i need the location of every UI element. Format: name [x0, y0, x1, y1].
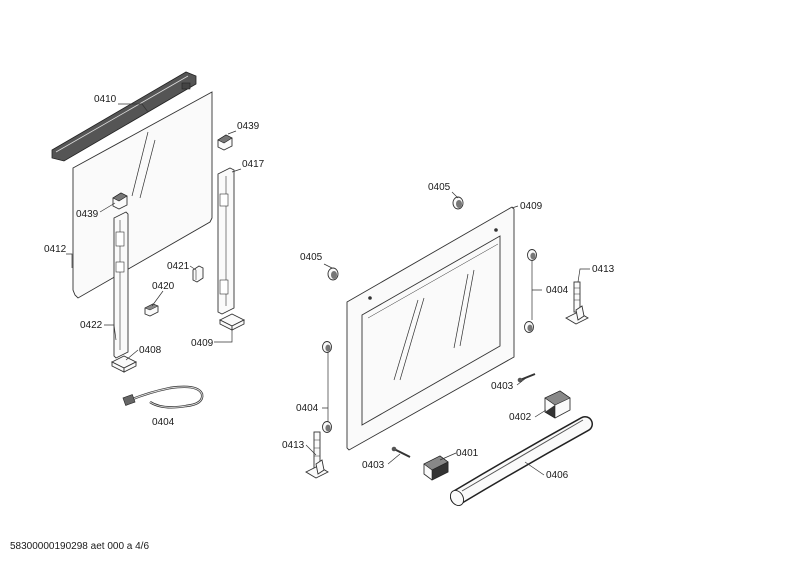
bracket-0408	[110, 355, 138, 373]
bracket-0409-left	[218, 313, 246, 331]
left-door-rail	[113, 211, 129, 359]
callout-0439-upper: 0439	[237, 121, 260, 132]
clip-0439-upper	[217, 134, 233, 151]
callout-0405-lower: 0405	[300, 252, 323, 263]
callout-0439-lower: 0439	[76, 209, 99, 220]
right-door-rail	[217, 167, 235, 315]
handle-cap-0401	[423, 455, 449, 481]
clip-0439-lower	[112, 192, 128, 210]
callout-0410: 0410	[94, 94, 117, 105]
callout-0403-upper: 0403	[491, 381, 514, 392]
spacer-0405-upper	[452, 196, 464, 210]
callout-0409-right: 0409	[520, 201, 543, 212]
outer-door-glass	[346, 206, 515, 451]
leader-lines	[66, 103, 590, 476]
inner-glass-pane	[72, 91, 213, 299]
callout-0402: 0402	[509, 412, 532, 423]
spacer-0404-right-lower	[524, 321, 534, 333]
clip-0421	[192, 265, 204, 283]
callout-0421: 0421	[167, 261, 190, 272]
screw-0403-upper	[517, 373, 536, 383]
handle-bar	[449, 416, 593, 506]
callout-0405-upper: 0405	[428, 182, 451, 193]
top-profile-strip	[51, 71, 197, 162]
callout-0409-left: 0409	[191, 338, 214, 349]
callout-0406: 0406	[546, 470, 569, 481]
callout-0403-lower: 0403	[362, 460, 385, 471]
callout-0412: 0412	[44, 244, 67, 255]
callout-0401: 0401	[456, 448, 479, 459]
clip-0420	[144, 303, 159, 317]
callout-0413-left: 0413	[282, 440, 305, 451]
drawing-reference: 58300000190298 aet 000 a 4/6	[10, 541, 150, 552]
handle-cap-0402	[544, 390, 571, 419]
callout-0408: 0408	[139, 345, 162, 356]
spacer-0404-left-upper	[322, 341, 332, 353]
callout-0404-cable: 0404	[152, 417, 175, 428]
callout-0404-left: 0404	[296, 403, 319, 414]
callout-0420: 0420	[152, 281, 175, 292]
hinge-0413-right	[565, 281, 589, 325]
spacer-0405-lower	[327, 267, 339, 281]
callout-0404-right: 0404	[546, 285, 569, 296]
hinge-0413-left	[305, 431, 329, 479]
spacer-0404-left-lower	[322, 421, 332, 433]
screw-0403-lower	[391, 446, 411, 458]
callout-0413-right: 0413	[592, 264, 615, 275]
spacer-0404-right-upper	[527, 249, 537, 261]
callout-0417: 0417	[242, 159, 265, 170]
power-cable	[122, 385, 204, 409]
callout-0422: 0422	[80, 320, 103, 331]
